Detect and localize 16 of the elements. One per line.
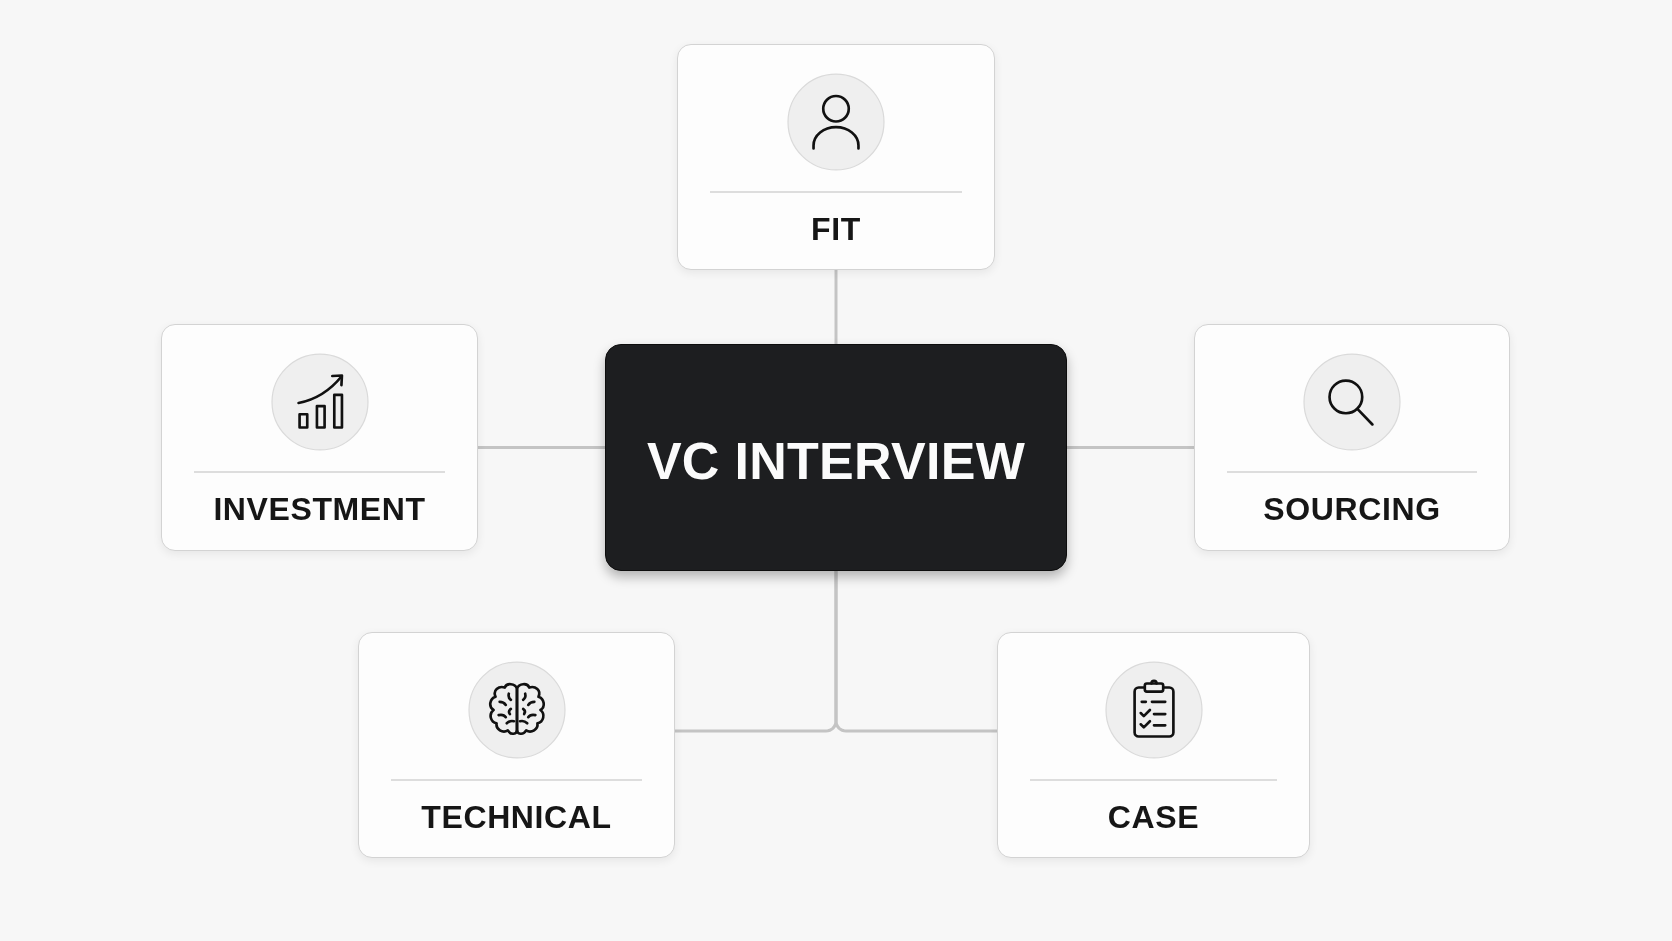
- category-card: [358, 632, 675, 858]
- category-card: [1194, 324, 1510, 551]
- category-card: [161, 324, 478, 551]
- card-label: FIT: [811, 210, 861, 249]
- connector-line: [834, 270, 838, 344]
- card-label: SOURCING: [1263, 490, 1441, 529]
- connector-line: [478, 446, 605, 449]
- central-title: VC INTERVIEW: [646, 430, 1026, 491]
- category-card: [677, 44, 995, 270]
- connector-line: [1067, 446, 1194, 449]
- connector-line: [834, 571, 997, 733]
- card-label: CASE: [1107, 798, 1200, 837]
- category-card: [997, 632, 1310, 858]
- central-topic-box: [605, 344, 1067, 571]
- card-label: INVESTMENT: [213, 490, 426, 529]
- card-label: TECHNICAL: [421, 798, 612, 837]
